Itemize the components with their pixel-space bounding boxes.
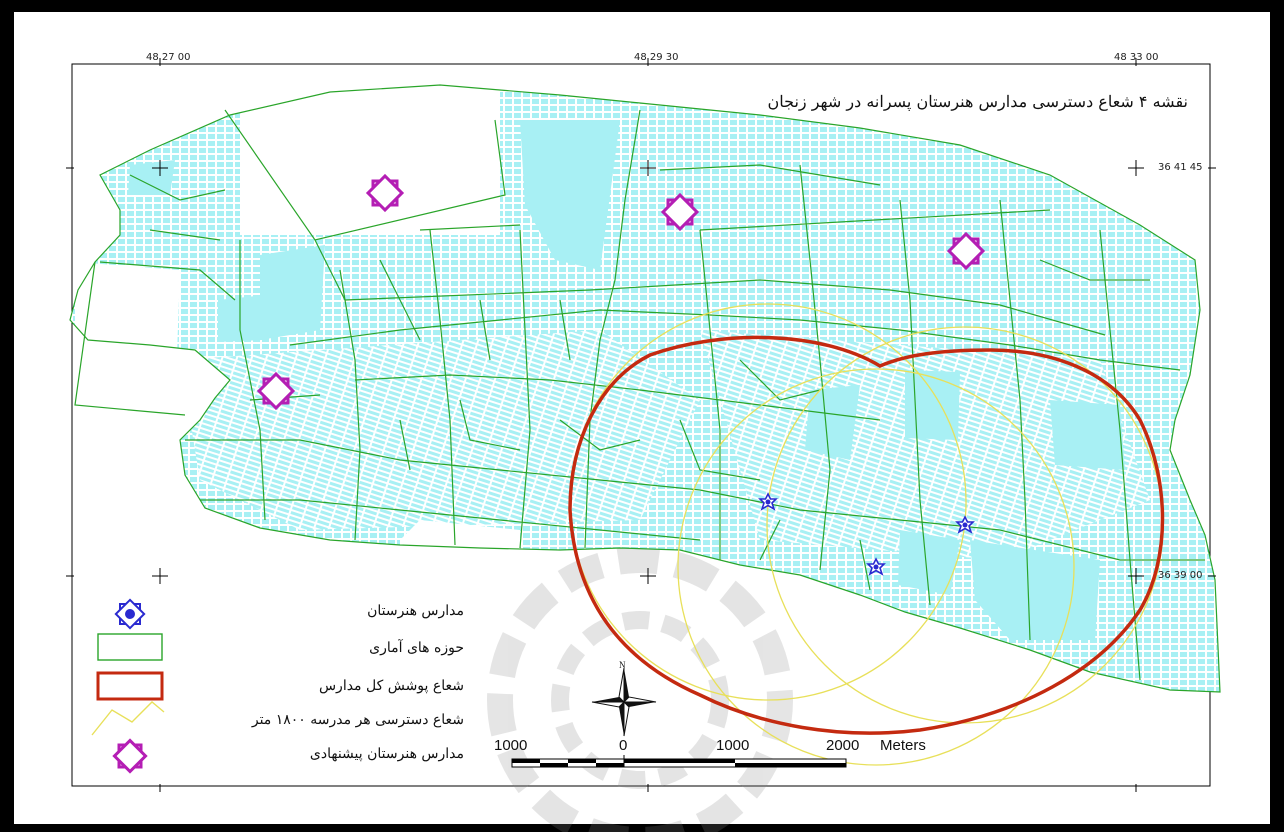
city-blocks xyxy=(70,85,1220,692)
legend-label-schools: مدارس هنرستان xyxy=(367,603,464,619)
scale-label: 2000 xyxy=(826,737,860,754)
graticule-crosses xyxy=(66,58,1216,792)
coord-label-top: 48 33 00 xyxy=(1114,52,1159,63)
north-arrow-icon xyxy=(591,667,657,737)
legend-zone-box-icon xyxy=(97,633,163,661)
watermark-seal xyxy=(487,547,793,832)
school-marker-icon[interactable] xyxy=(955,515,975,534)
proposed-school-marker-icon[interactable] xyxy=(660,192,700,232)
school-marker-icon[interactable] xyxy=(758,492,778,511)
legend-symbols xyxy=(91,598,165,774)
total-coverage-outline xyxy=(568,335,1165,735)
legend-radius-line-icon xyxy=(91,701,165,736)
coord-label-right: 36 39 00 xyxy=(1158,570,1203,581)
coord-label-top: 48 27 00 xyxy=(146,52,191,63)
legend-label-zones: حوزه های آماری xyxy=(369,640,464,656)
legend-coverage-box-icon xyxy=(96,671,164,701)
legend-label-proposed: مدارس هنرستان پیشنهادی xyxy=(309,746,464,762)
proposed-school-marker-icon[interactable] xyxy=(946,231,986,271)
map-title: نقشه ۴ شعاع دسترسی مدارس هنرستان پسرانه … xyxy=(767,92,1189,111)
statistical-zones xyxy=(69,84,1221,693)
school-marker-icon[interactable] xyxy=(866,557,886,576)
existing-schools xyxy=(758,492,975,576)
legend-label-coverage: شعاع پوشش کل مدارس xyxy=(318,678,464,694)
map-neatline xyxy=(71,63,1211,787)
coord-label-right: 36 41 45 xyxy=(1158,162,1203,173)
proposed-schools xyxy=(256,173,986,411)
scale-label: 0 xyxy=(619,737,628,754)
scale-bar xyxy=(511,755,847,768)
scale-label: 1000 xyxy=(716,737,750,754)
proposed-school-marker-icon[interactable] xyxy=(256,371,296,411)
proposed-school-marker-icon[interactable] xyxy=(365,173,405,213)
legend-school-icon xyxy=(114,598,146,630)
north-label: N xyxy=(619,660,626,670)
scale-label: 1000 xyxy=(494,737,528,754)
legend-proposed-school-icon xyxy=(112,738,148,774)
coord-label-top: 48 29 30 xyxy=(634,52,679,63)
scale-unit-label: Meters xyxy=(880,737,926,754)
legend-label-radius: شعاع دسترسی هر مدرسه ۱۸۰۰ متر xyxy=(251,712,464,728)
